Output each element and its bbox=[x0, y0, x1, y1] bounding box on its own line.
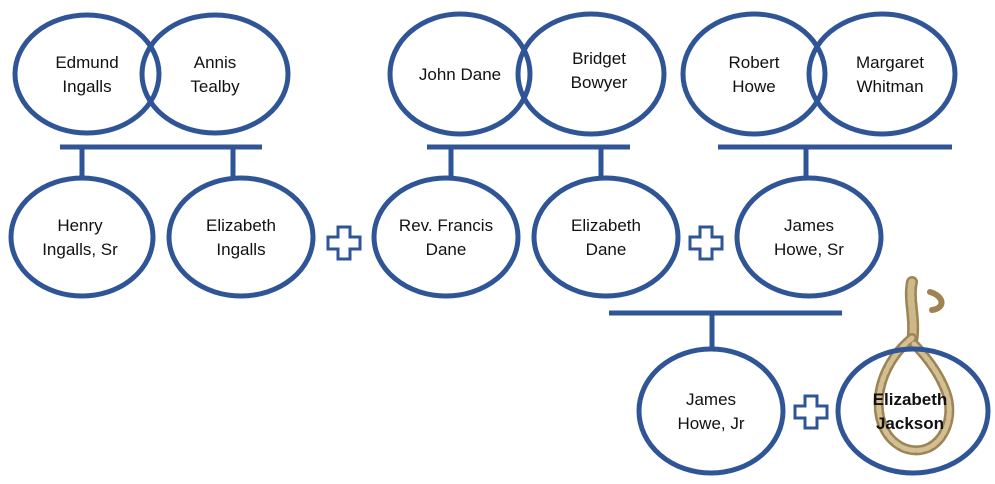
person-label-line: Bridget bbox=[572, 49, 626, 68]
noose-icon bbox=[873, 276, 955, 456]
connectors bbox=[60, 144, 952, 347]
person-label-line: Elizabeth bbox=[206, 216, 276, 235]
person-label-line: Elizabeth bbox=[873, 390, 948, 409]
person-label-line: Howe, Sr bbox=[774, 240, 844, 259]
person-label-line: James bbox=[686, 390, 736, 409]
person-label-line: Howe, Jr bbox=[677, 414, 744, 433]
person-label-line: Ingalls bbox=[62, 77, 111, 96]
person-label-line: Dane bbox=[586, 240, 627, 259]
person-label-line: Bowyer bbox=[571, 73, 628, 92]
person-label-line: Margaret bbox=[856, 53, 924, 72]
person-label-line: Ingalls bbox=[216, 240, 265, 259]
person-label-line: Robert bbox=[728, 53, 779, 72]
person-label-line: Tealby bbox=[190, 77, 240, 96]
person-label: John Dane bbox=[419, 65, 501, 84]
plus-icon-dane-howe bbox=[688, 225, 724, 261]
person-label-line: Rev. Francis bbox=[399, 216, 493, 235]
person-label-line: Henry bbox=[57, 216, 103, 235]
person-label-line: Annis bbox=[194, 53, 237, 72]
person-label-line: Howe bbox=[732, 77, 775, 96]
person-label-line: Ingalls, Sr bbox=[42, 240, 118, 259]
person-label-line: Whitman bbox=[856, 77, 923, 96]
person-label-line: Elizabeth bbox=[571, 216, 641, 235]
person-label-line: Dane bbox=[426, 240, 467, 259]
person-label-line: James bbox=[784, 216, 834, 235]
plus-icon-ingalls-dane bbox=[326, 225, 362, 261]
person-label-line: John Dane bbox=[419, 65, 501, 84]
person-john-dane: John Dane bbox=[387, 11, 533, 137]
plus-icon-howe-jackson bbox=[793, 394, 829, 430]
person-label-line: Edmund bbox=[55, 53, 118, 72]
person-label-line: Jackson bbox=[876, 414, 944, 433]
